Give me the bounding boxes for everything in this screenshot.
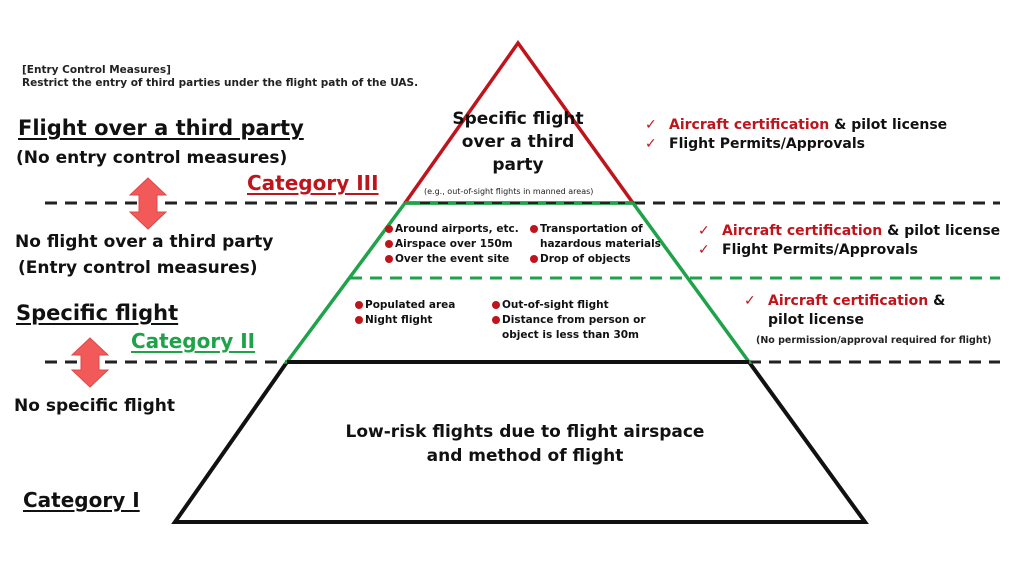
- cat2-lower-requirements: ✓ Aircraft certification & pilot license: [744, 292, 945, 330]
- apex-example: (e.g., out-of-sight flights in manned ar…: [424, 187, 594, 196]
- cat2-upper-list-1: Around airports, etc. Airspace over 150m…: [385, 222, 519, 267]
- cat2-lower-list-2: Out-of-sight flight Distance from person…: [492, 298, 646, 343]
- check-icon: ✓: [698, 223, 710, 239]
- label-no-entry-control: (No entry control measures): [16, 148, 288, 168]
- bullet-icon: [355, 301, 363, 309]
- requirement-item: ✓ Aircraft certification & pilot license: [698, 223, 1001, 239]
- check-icon: ✓: [698, 242, 710, 258]
- list-item: Night flight: [355, 313, 455, 328]
- requirement-item: ✓ Aircraft certification &: [744, 293, 946, 309]
- requirement-item: ✓ Aircraft certification & pilot license: [645, 117, 948, 133]
- list-item: Transportation of: [530, 222, 661, 237]
- list-item: Out-of-sight flight: [492, 298, 646, 313]
- double-arrow-icon-upper: [128, 177, 168, 230]
- entry-control-heading: [Entry Control Measures]: [22, 64, 171, 76]
- bullet-icon: [355, 316, 363, 324]
- label-specific-flight: Specific flight: [16, 301, 179, 325]
- check-icon: ✓: [645, 136, 657, 152]
- bullet-icon: [385, 225, 393, 233]
- cat2-lower-requirements-note: (No permission/approval required for fli…: [756, 335, 992, 346]
- list-item: Airspace over 150m: [385, 237, 519, 252]
- check-icon: ✓: [744, 293, 756, 309]
- requirement-item: ✓ Flight Permits/Approvals: [698, 242, 919, 258]
- label-flight-over-third-party: Flight over a third party: [18, 116, 304, 140]
- label-no-specific-flight: No specific flight: [14, 396, 175, 416]
- requirement-item: ✓ Flight Permits/Approvals: [645, 136, 866, 152]
- list-item: Drop of objects: [530, 252, 661, 267]
- cat2-lower-list-1: Populated area Night flight: [355, 298, 455, 328]
- requirement-item-continuation: pilot license: [768, 312, 864, 328]
- category-1-label: Category I: [23, 488, 140, 512]
- category-3-tier: [403, 39, 635, 205]
- list-item: Around airports, etc.: [385, 222, 519, 237]
- bullet-icon: [530, 225, 538, 233]
- check-icon: ✓: [645, 117, 657, 133]
- category-1-description: Low-risk flights due to flight airspace …: [345, 422, 705, 466]
- label-entry-control: (Entry control measures): [18, 258, 258, 278]
- entry-control-text: Restrict the entry of third parties unde…: [22, 77, 419, 89]
- list-item: Populated area: [355, 298, 455, 313]
- bullet-icon: [385, 240, 393, 248]
- list-item-continuation: object is less than 30m: [502, 329, 639, 341]
- category-2-label: Category II: [131, 329, 256, 353]
- label-no-flight-over-third-party: No flight over a third party: [15, 232, 274, 252]
- cat2-upper-list-2: Transportation of hazardous materials Dr…: [530, 222, 661, 267]
- list-item-continuation: hazardous materials: [540, 238, 661, 250]
- bullet-icon: [530, 255, 538, 263]
- list-item: Over the event site: [385, 252, 519, 267]
- category-3-label: Category III: [247, 171, 379, 195]
- bullet-icon: [492, 316, 500, 324]
- double-arrow-icon-lower: [70, 337, 110, 388]
- cat3-requirements: ✓ Aircraft certification & pilot license…: [645, 116, 947, 154]
- bullet-icon: [385, 255, 393, 263]
- cat2-upper-requirements: ✓ Aircraft certification & pilot license…: [698, 222, 1000, 260]
- bullet-icon: [492, 301, 500, 309]
- apex-title: Specific flight over a third party: [452, 109, 584, 175]
- list-item: Distance from person or: [492, 313, 646, 328]
